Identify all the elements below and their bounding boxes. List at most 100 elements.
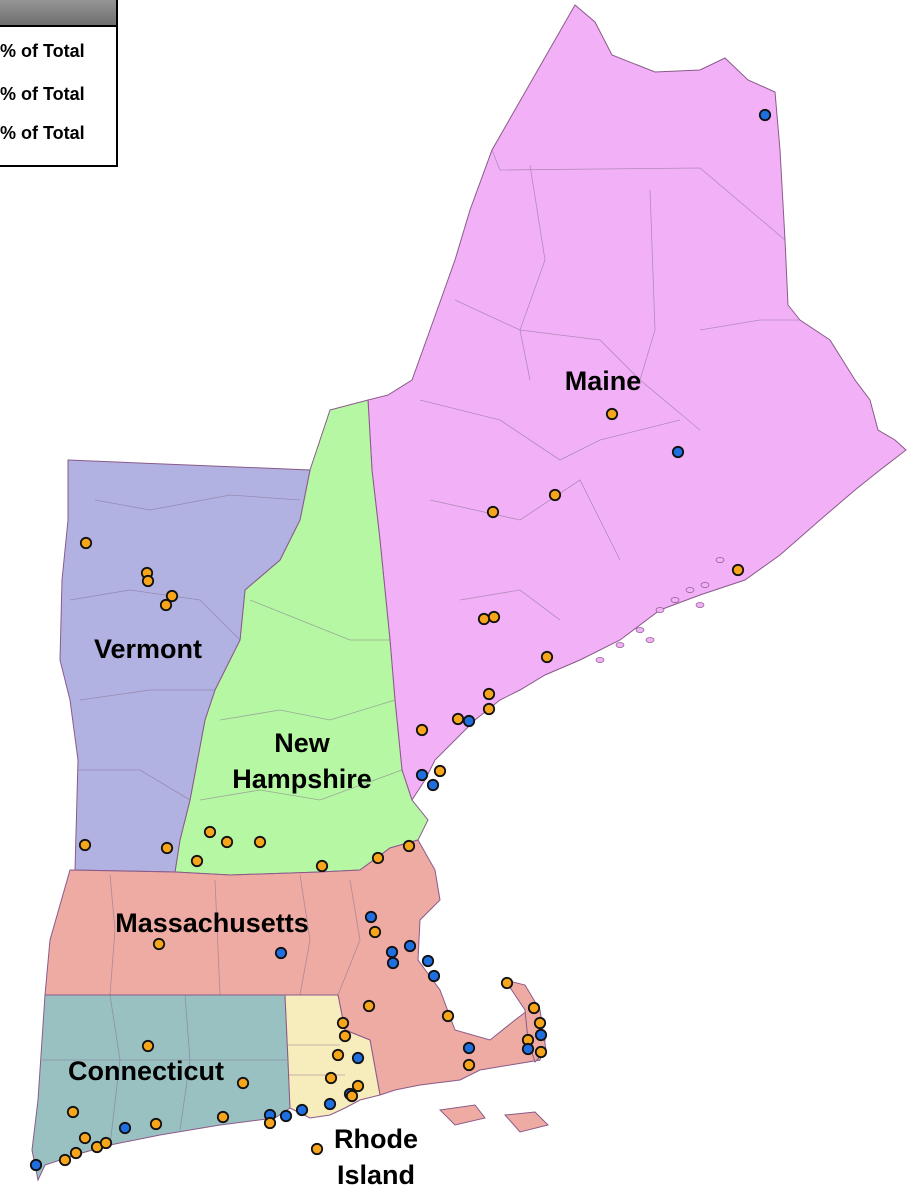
orange-site-marker[interactable] [345,1089,359,1103]
orange-site-marker[interactable] [462,1058,476,1072]
orange-site-marker[interactable] [203,825,217,839]
orange-site-marker[interactable] [58,1153,72,1167]
orange-site-marker[interactable] [487,610,501,624]
orange-site-marker[interactable] [402,839,416,853]
blue-site-marker[interactable] [427,969,441,983]
orange-site-marker[interactable] [315,859,329,873]
state-vermont[interactable] [59,459,311,873]
coastal-island [715,557,725,563]
blue-site-marker[interactable] [426,778,440,792]
blue-site-marker[interactable] [385,945,399,959]
blue-site-marker[interactable] [351,1051,365,1065]
coastal-island [670,597,680,603]
coastal-island [700,582,710,588]
blue-site-marker[interactable] [521,1042,535,1056]
label-maine: Maine [565,366,642,396]
label-rhode-island-line2: Island [337,1160,415,1190]
legend-row-1: % of Total [0,41,85,61]
blue-site-marker[interactable] [118,1121,132,1135]
orange-site-marker[interactable] [78,838,92,852]
orange-site-marker[interactable] [236,1076,250,1090]
blue-site-marker[interactable] [403,939,417,953]
orange-site-marker[interactable] [336,1016,350,1030]
orange-site-marker[interactable] [324,1071,338,1085]
orange-site-marker[interactable] [78,1131,92,1145]
island-nantucket [503,1111,549,1133]
orange-site-marker[interactable] [141,1039,155,1053]
legend: % of Total % of Total % of Total [0,0,118,167]
orange-site-marker[interactable] [149,1117,163,1131]
orange-site-marker[interactable] [441,1009,455,1023]
state-maine[interactable] [367,4,907,802]
orange-site-marker[interactable] [253,835,267,849]
legend-row-3: % of Total [0,123,85,143]
orange-site-marker[interactable] [534,1045,548,1059]
county-boundaries [42,149,800,1146]
blue-site-marker[interactable] [323,1097,337,1111]
coastal-island [635,627,645,633]
orange-site-marker[interactable] [540,650,554,664]
orange-site-marker[interactable] [331,1048,345,1062]
orange-site-marker[interactable] [731,563,745,577]
blue-site-marker[interactable] [462,714,476,728]
legend-row-2: % of Total [0,84,85,104]
orange-site-marker[interactable] [362,999,376,1013]
orange-site-marker[interactable] [69,1146,83,1160]
label-new-hampshire-line2: Hampshire [232,764,372,794]
coastal-island [615,642,625,648]
coastal-island [655,607,665,613]
orange-site-marker[interactable] [486,505,500,519]
orange-site-marker[interactable] [263,1116,277,1130]
orange-site-marker[interactable] [99,1136,113,1150]
blue-site-marker[interactable] [364,910,378,924]
orange-site-marker[interactable] [482,702,496,716]
blue-site-marker[interactable] [386,956,400,970]
blue-site-marker[interactable] [295,1103,309,1117]
blue-site-marker[interactable] [279,1109,293,1123]
orange-site-marker[interactable] [152,937,166,951]
island-marthas-vineyard [438,1104,486,1126]
blue-site-marker[interactable] [29,1158,43,1172]
blue-site-marker[interactable] [462,1041,476,1055]
orange-site-marker[interactable] [66,1105,80,1119]
site-markers [29,108,772,1172]
blue-site-marker[interactable] [758,108,772,122]
orange-site-marker[interactable] [165,589,179,603]
orange-site-marker[interactable] [533,1016,547,1030]
orange-site-marker[interactable] [310,1142,324,1156]
orange-site-marker[interactable] [220,835,234,849]
orange-site-marker[interactable] [351,1079,365,1093]
coastal-island [595,657,605,663]
coastal-island [645,637,655,643]
orange-site-marker[interactable] [160,841,174,855]
orange-site-marker[interactable] [159,598,173,612]
orange-site-marker[interactable] [216,1110,230,1124]
orange-site-marker[interactable] [371,851,385,865]
blue-site-marker[interactable] [671,445,685,459]
orange-site-marker[interactable] [415,723,429,737]
coastal-island [685,587,695,593]
blue-site-marker[interactable] [274,946,288,960]
orange-site-marker[interactable] [338,1029,352,1043]
orange-site-marker[interactable] [500,976,514,990]
orange-site-marker[interactable] [482,687,496,701]
orange-site-marker[interactable] [527,1001,541,1015]
orange-site-marker[interactable] [451,712,465,726]
orange-site-marker[interactable] [79,536,93,550]
blue-site-marker[interactable] [415,768,429,782]
orange-site-marker[interactable] [548,488,562,502]
blue-site-marker[interactable] [421,954,435,968]
orange-site-marker[interactable] [190,854,204,868]
orange-site-marker[interactable] [433,764,447,778]
orange-site-marker[interactable] [477,612,491,626]
orange-site-marker[interactable] [605,407,619,421]
orange-site-marker[interactable] [368,925,382,939]
label-vermont: Vermont [94,634,202,664]
blue-site-marker[interactable] [534,1028,548,1042]
label-rhode-island-line1: Rhode [334,1124,418,1154]
orange-site-marker[interactable] [141,574,155,588]
legend-header [0,0,116,27]
coastal-island [695,602,705,608]
label-connecticut: Connecticut [68,1056,224,1086]
